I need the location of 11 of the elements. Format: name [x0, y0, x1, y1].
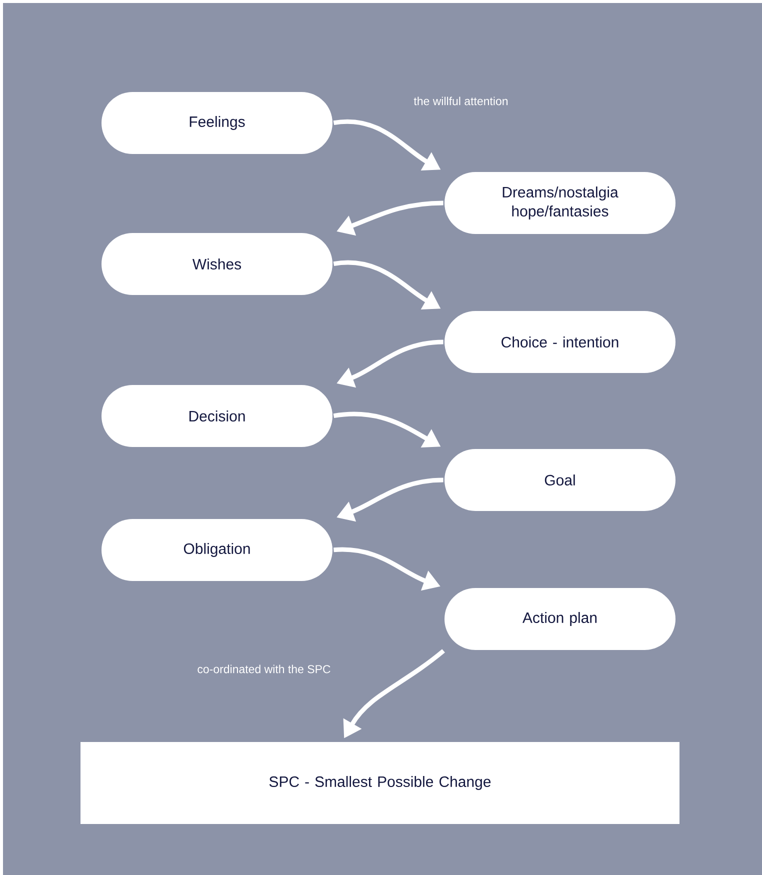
rounded-box: Choice - intention [444, 311, 676, 373]
rounded-box: Action plan [444, 588, 676, 650]
rounded-box: Feelings [102, 92, 332, 154]
rounded-box: Goal [444, 449, 676, 511]
rounded-box: Dreams/nostalgia hope/fantasies [444, 172, 676, 234]
edge-label: the willful attention [412, 96, 510, 106]
rounded-box: Obligation [102, 519, 332, 581]
rounded-box: Wishes [102, 233, 332, 295]
result-box: SPC - Smallest Possible Change [80, 742, 680, 824]
rounded-box: Decision [102, 385, 332, 447]
edge-label: co-ordinated with the SPC [196, 664, 332, 674]
